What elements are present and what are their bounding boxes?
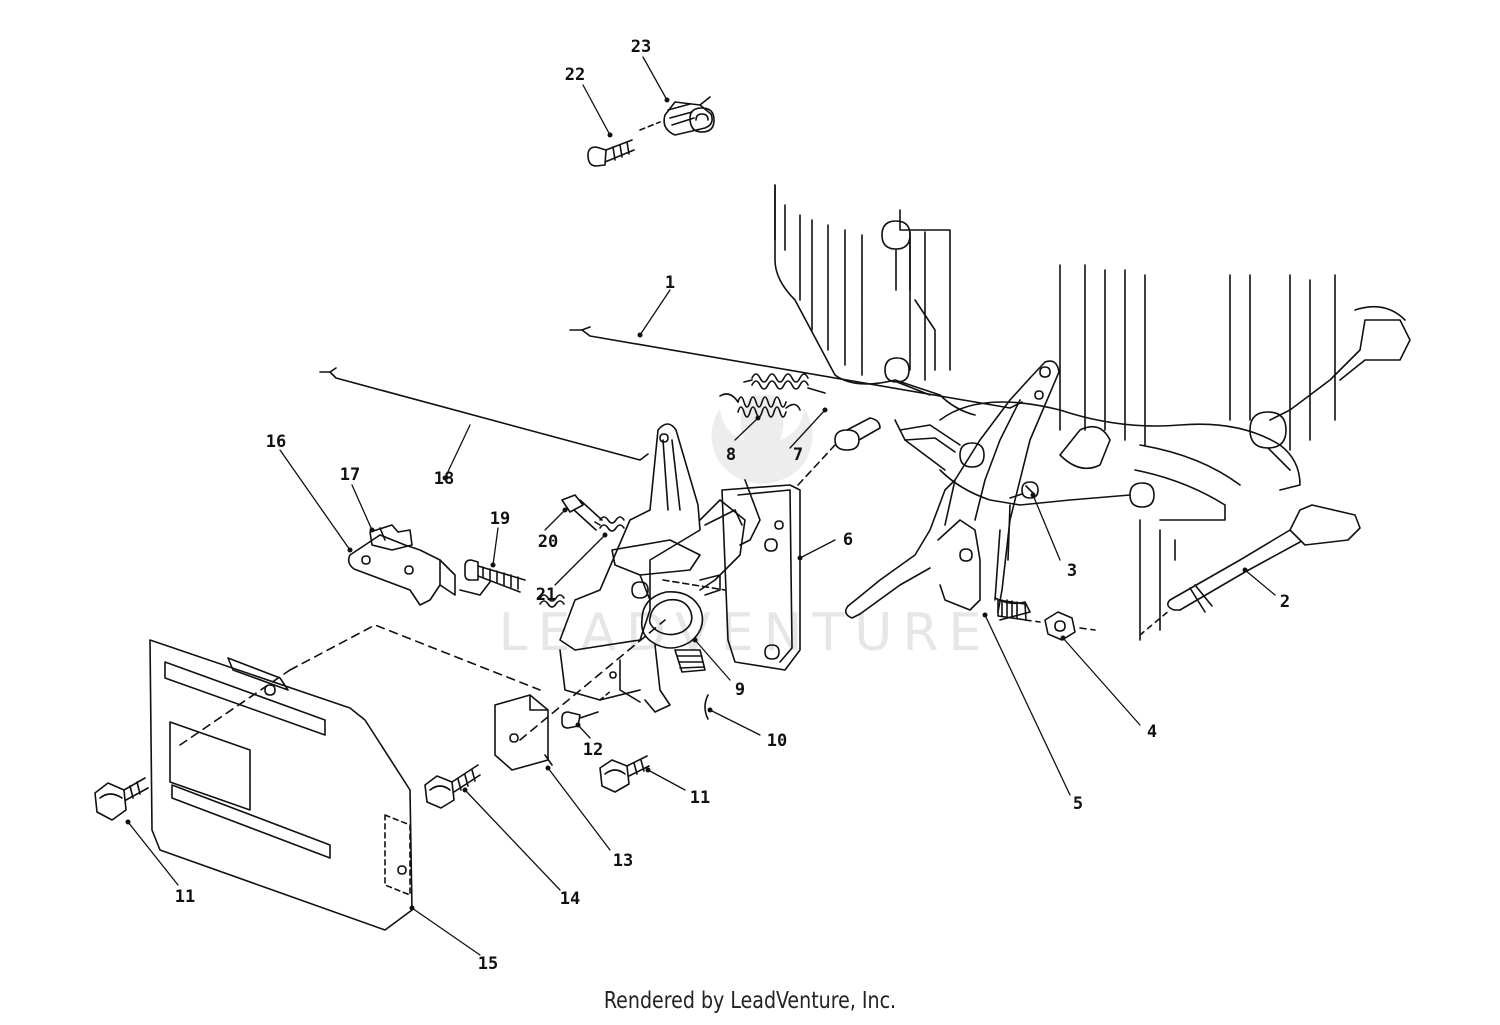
callout-6: 6	[843, 530, 853, 550]
part-2-control-shaft	[1139, 504, 1361, 636]
callout-11-right: 11	[690, 788, 710, 808]
callout-labels: 1 2 3 4 5 6 7 8 9 10 11 11 12 13 14 15 1…	[175, 37, 1290, 974]
watermark: LEADVENTURE	[499, 395, 992, 663]
callout-1: 1	[665, 273, 675, 293]
part-17-choke-clip	[369, 524, 413, 551]
part-13-clamp-plate	[494, 694, 553, 771]
spacer-sleeve	[834, 417, 881, 451]
callout-12: 12	[583, 740, 603, 760]
part-5-governor-lever	[844, 360, 1060, 621]
part-1-governor-rod	[569, 326, 1023, 409]
callout-4: 4	[1147, 722, 1157, 742]
part-11-bolt-left	[94, 777, 149, 821]
callout-7: 7	[793, 445, 803, 465]
leader-lines	[127, 56, 1276, 956]
part-9-throttle-control	[559, 423, 746, 713]
callout-21: 21	[536, 585, 556, 605]
leader-dots	[125, 97, 1248, 911]
callout-15: 15	[478, 954, 498, 974]
callout-8: 8	[726, 445, 736, 465]
engine-block	[774, 184, 1411, 641]
callout-2: 2	[1280, 592, 1290, 612]
part-16-choke-lever	[347, 534, 491, 606]
callout-19: 19	[490, 509, 510, 529]
callout-13: 13	[613, 851, 633, 871]
part-10-spring-leg	[704, 694, 709, 720]
callout-3: 3	[1067, 561, 1077, 581]
callout-16: 16	[266, 432, 286, 452]
watermark-text: LEADVENTURE	[499, 603, 992, 663]
callout-11-left: 11	[175, 887, 195, 907]
callout-17: 17	[340, 465, 360, 485]
callout-18: 18	[434, 469, 454, 489]
part-21-springs	[539, 516, 625, 608]
part-23-cable-clamp	[663, 96, 715, 136]
callout-14: 14	[560, 889, 580, 909]
callout-20: 20	[538, 532, 558, 552]
callout-22: 22	[565, 65, 585, 85]
part-20-screw	[561, 494, 603, 531]
callout-5: 5	[1073, 794, 1083, 814]
part-22-screw	[587, 121, 661, 167]
part-19-adjusting-screw	[464, 559, 526, 593]
part-7-spring	[743, 373, 826, 394]
footer-credit: Rendered by LeadVenture, Inc.	[603, 988, 897, 1014]
part-8-spring	[719, 393, 801, 418]
callout-10: 10	[767, 731, 787, 751]
part-18-choke-rod	[319, 367, 649, 461]
part-11-bolt-right	[599, 755, 650, 793]
callout-9: 9	[735, 680, 745, 700]
part-14-bolt	[424, 764, 481, 809]
part-6-control-bracket	[721, 479, 801, 671]
part-4-hex-nut	[1044, 611, 1076, 641]
callout-23: 23	[631, 37, 651, 57]
